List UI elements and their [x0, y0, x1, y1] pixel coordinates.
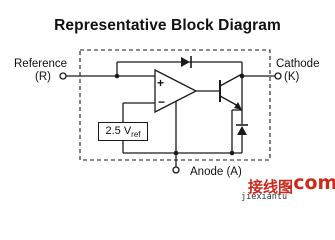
block-diagram: Representative Block Diagram Reference (…	[14, 17, 335, 202]
inverting-input-sign: −	[158, 95, 166, 109]
reverse-diode-icon	[237, 126, 247, 135]
npn-transistor-icon	[219, 73, 243, 110]
watermark-dotcom: .com	[286, 172, 335, 194]
noninverting-input-sign: +	[157, 76, 165, 90]
emitter-junction	[229, 150, 235, 156]
diode-icon	[181, 57, 190, 67]
cathode-label: Cathode	[276, 58, 320, 70]
watermark-url: jiexiantu	[241, 192, 288, 202]
vref-source-box: 2.5 Vref	[98, 122, 148, 141]
reference-terminal-icon[interactable]	[59, 72, 67, 80]
circuit-drawing	[59, 49, 282, 174]
cathode-abbrev: (K)	[284, 71, 300, 83]
vref-sub-label: ref	[131, 130, 141, 140]
device-boundary	[79, 49, 271, 161]
vref-base-label: 2.5 V	[105, 125, 132, 137]
reference-label: Reference	[14, 58, 68, 70]
reference-abbrev: (R)	[35, 71, 51, 83]
diagram-title: Representative Block Diagram	[54, 17, 281, 34]
anode-terminal-icon[interactable]	[172, 166, 180, 174]
cathode-terminal-icon[interactable]	[274, 72, 282, 80]
anode-label: Anode (A)	[190, 166, 242, 178]
watermark-chinese: 接线图	[248, 178, 294, 196]
